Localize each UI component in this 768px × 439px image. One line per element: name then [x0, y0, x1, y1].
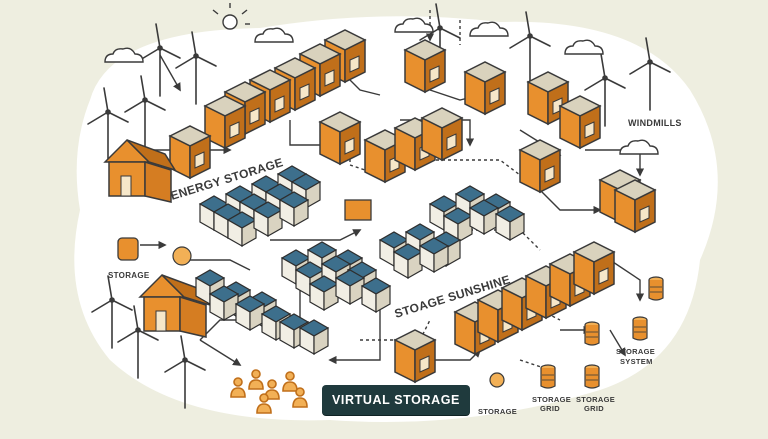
- battery-jar-icon: [584, 364, 600, 389]
- label-storage-grid-b-1: STORAGE: [576, 395, 615, 404]
- battery-jar-icon: [632, 316, 648, 341]
- label-storage-system-1: STORAGE: [616, 347, 655, 356]
- virtual-storage-button[interactable]: VIRTUAL STORAGE: [322, 385, 470, 415]
- battery-jar-icon: [584, 321, 600, 346]
- label-storage-grid-a-2: GRID: [540, 404, 560, 413]
- label-storage-grid-b-2: GRID: [584, 404, 604, 413]
- label-storage-grid-a-1: STORAGE: [532, 395, 571, 404]
- sun-icon: [212, 3, 250, 30]
- label-storage-system-2: SYSTEM: [620, 357, 653, 366]
- battery-jar-icon: [540, 364, 556, 389]
- label-storage-left: STORAGE: [108, 271, 150, 280]
- storage-small-icons: [117, 199, 664, 389]
- sky-decor: [104, 3, 659, 155]
- label-storage-bottom: STORAGE: [478, 407, 517, 416]
- label-windmills: WINDMILLS: [628, 118, 682, 128]
- battery-jar-icon: [648, 276, 664, 301]
- lightbulb-icon: [489, 372, 505, 388]
